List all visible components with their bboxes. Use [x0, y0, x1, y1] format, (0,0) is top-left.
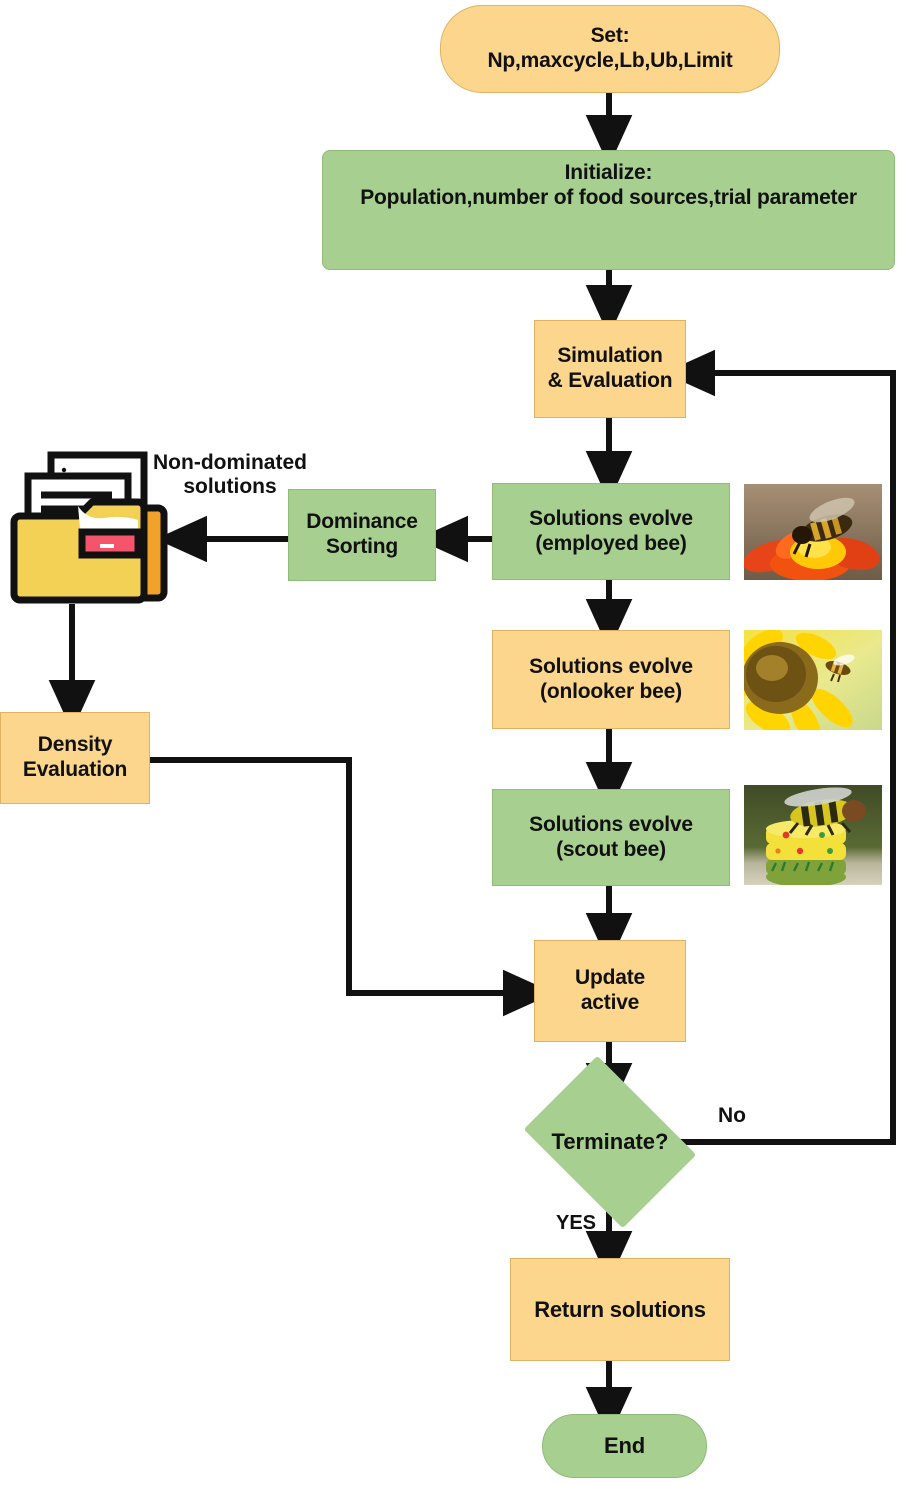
- edge-label-no: No: [718, 1104, 746, 1127]
- node-end[interactable]: End: [542, 1414, 707, 1478]
- folder-documents-icon: [8, 448, 174, 606]
- caption-non-dominated-solutions: Non-dominated solutions: [153, 451, 307, 499]
- photo-onlooker-bee: [744, 630, 882, 730]
- node-density-evaluation[interactable]: Density Evaluation: [0, 712, 150, 804]
- node-dominance-sorting[interactable]: Dominance Sorting: [288, 489, 436, 581]
- node-solutions-evolve-onlooker-bee[interactable]: Solutions evolve (onlooker bee): [492, 630, 730, 729]
- edge-label-yes: YES: [556, 1212, 597, 1234]
- node-solutions-evolve-scout-bee[interactable]: Solutions evolve (scout bee): [492, 789, 730, 886]
- node-terminate-decision[interactable]: Terminate?: [523, 1055, 697, 1229]
- node-terminate-label: Terminate?: [551, 1129, 669, 1154]
- node-update-active[interactable]: Update active: [534, 940, 686, 1042]
- photo-employed-bee: [744, 484, 882, 580]
- node-initialize[interactable]: Initialize: Population,number of food so…: [322, 150, 895, 270]
- node-solutions-evolve-employed-bee[interactable]: Solutions evolve (employed bee): [492, 483, 730, 580]
- edge-density-to-update: [150, 757, 555, 1017]
- photo-scout-bee: [744, 785, 882, 885]
- node-return-solutions[interactable]: Return solutions: [510, 1258, 730, 1361]
- node-simulation-evaluation[interactable]: Simulation & Evaluation: [534, 320, 686, 418]
- node-set[interactable]: Set: Np,maxcycle,Lb,Ub,Limit: [440, 5, 780, 93]
